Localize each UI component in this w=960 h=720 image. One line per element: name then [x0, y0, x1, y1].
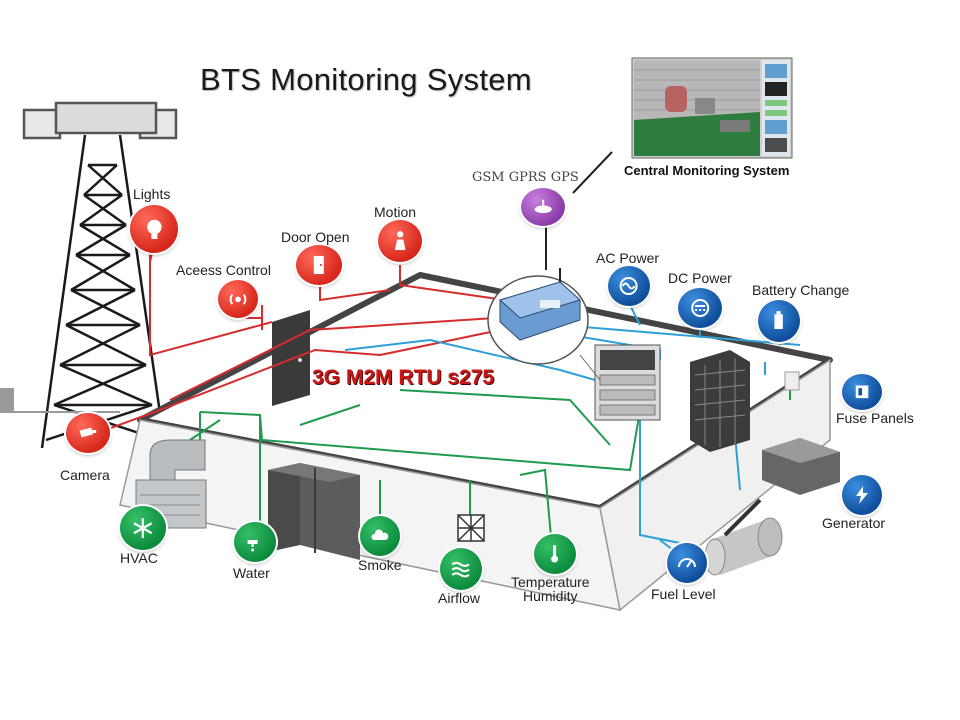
- battery-change-label: Battery Change: [752, 282, 850, 298]
- red-wiring: [99, 250, 506, 433]
- airflow-label: Airflow: [438, 590, 481, 606]
- airflow-icon: [440, 548, 482, 590]
- central-link-line: [572, 151, 613, 194]
- door: [272, 310, 310, 406]
- smoke-label: Smoke: [358, 557, 402, 573]
- rtu-device: [487, 268, 589, 365]
- rtu-callout-line: [579, 354, 601, 381]
- battery-icon: [758, 300, 800, 342]
- diagram-title: BTS Monitoring System: [200, 62, 532, 97]
- fuel-tank: [704, 498, 783, 576]
- generator-label: Generator: [822, 515, 886, 531]
- gsm-antenna-icon: [521, 188, 565, 226]
- fuse-panel-icon: [842, 374, 882, 410]
- airflow-vent: [457, 514, 485, 542]
- dc-power-icon: [678, 288, 722, 328]
- humidity-label: Humidity: [523, 588, 578, 604]
- thermometer-icon: [534, 534, 576, 574]
- fuel-level-label: Fuel Level: [651, 586, 716, 602]
- door-open-label: Door Open: [281, 229, 350, 245]
- lights-label: Lights: [133, 186, 171, 202]
- water-label: Water: [233, 565, 270, 581]
- fuse-box: [784, 371, 800, 391]
- tower-cabinet: [0, 388, 14, 412]
- motion-label: Motion: [374, 204, 417, 220]
- access-control-label: Aceess Control: [176, 262, 271, 278]
- ac-power-label: AC Power: [596, 250, 660, 266]
- camera-icon: [66, 413, 110, 453]
- bts-tower: [22, 101, 178, 449]
- central-monitoring-screen: [631, 57, 793, 159]
- fuel-gauge-icon: [667, 543, 707, 583]
- ac-power-icon: [608, 266, 650, 306]
- snowflake-icon: [120, 506, 166, 550]
- central-monitoring-label: Central Monitoring System: [624, 163, 790, 178]
- light-bulb-icon: [130, 205, 178, 253]
- access-control-icon: [218, 280, 258, 318]
- water-tap-icon: [234, 522, 276, 562]
- generator-unit: [762, 438, 840, 495]
- rtu-label: 3G M2M RTU s275: [312, 366, 495, 389]
- dc-power-label: DC Power: [668, 270, 732, 286]
- camera-label: Camera: [60, 467, 110, 483]
- right-wall: [599, 358, 831, 612]
- fuse-panels-label: Fuse Panels: [836, 410, 914, 426]
- door-open-icon: [296, 245, 342, 285]
- motion-person-icon: [378, 220, 422, 262]
- hvac-label: HVAC: [120, 550, 158, 566]
- battery-bank: [690, 350, 750, 452]
- rectifier-rack: [594, 344, 661, 421]
- smoke-cloud-icon: [360, 516, 400, 556]
- equipment-cabinets: [268, 463, 360, 560]
- temperature-label: Temperature: [511, 574, 590, 590]
- gsm-label: GSM GPRS GPS: [472, 170, 579, 185]
- lightning-icon: [842, 475, 882, 515]
